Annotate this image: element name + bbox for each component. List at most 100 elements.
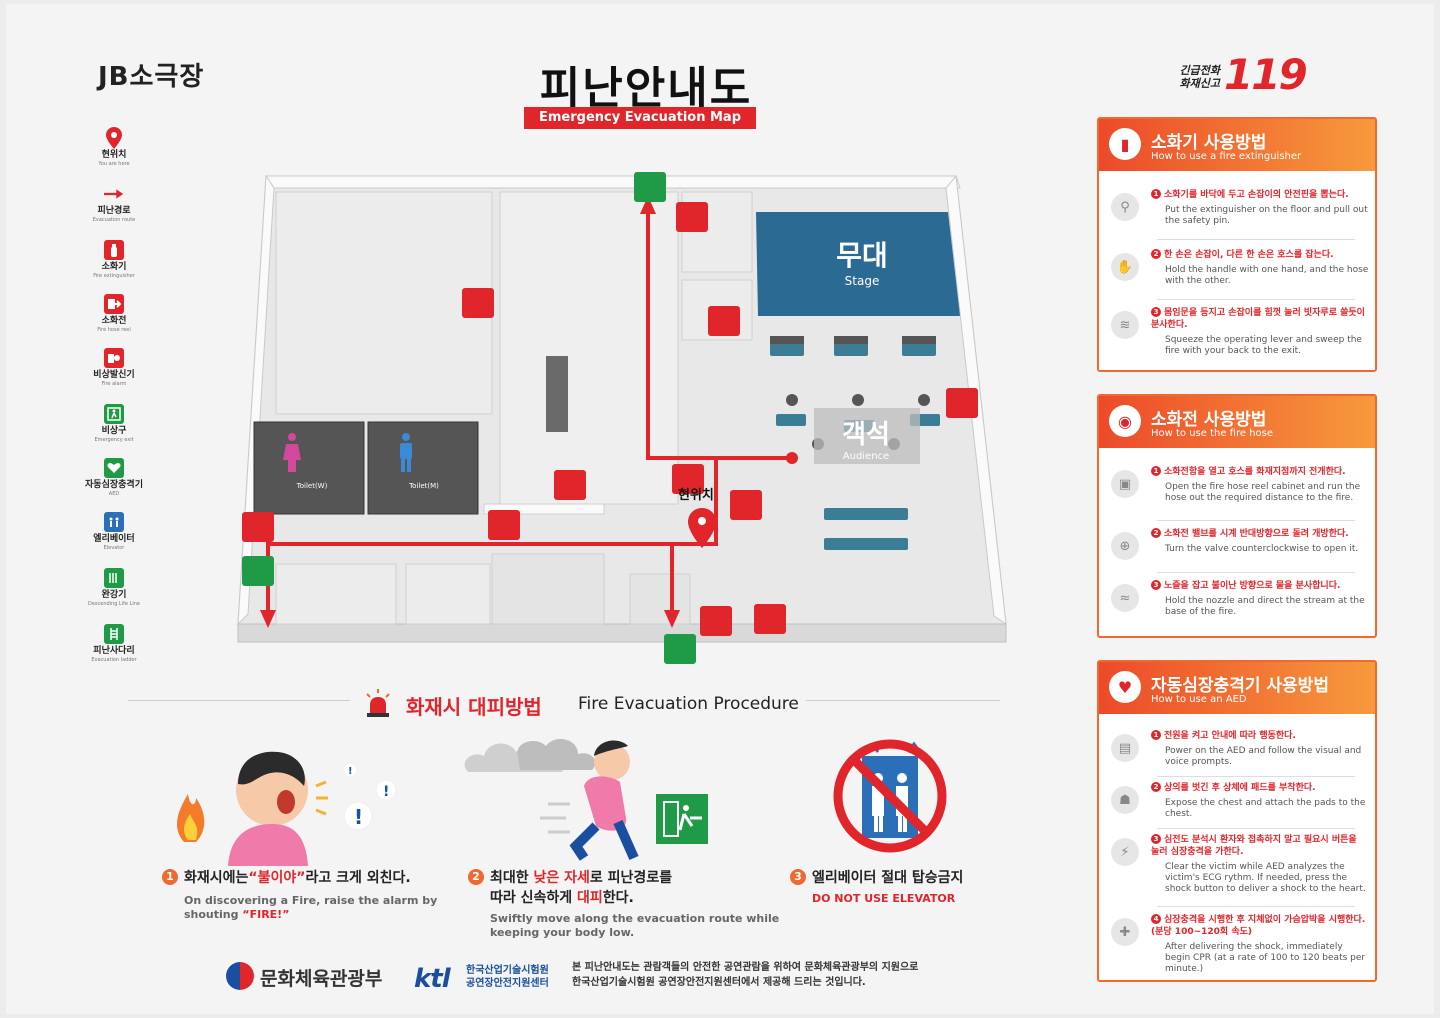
- emergency-hotline: 긴급전화 화재신고 119: [1156, 50, 1316, 100]
- footer-note-line1: 본 피난안내도는 관람객들의 안전한 공연관람을 위하여 문화체육관광부의 지원…: [572, 962, 919, 973]
- step-number: 2: [1151, 249, 1161, 259]
- procedure-step-2-en: Swiftly move along the evacuation route …: [490, 912, 780, 925]
- extinguisher-panel: ▮ 소화기 사용방법 How to use a fire extinguishe…: [1097, 117, 1377, 372]
- panel-subtitle: How to use a fire extinguisher: [1151, 151, 1302, 162]
- toilet-men-icon: [396, 432, 456, 472]
- legend-label: 완강기: [101, 590, 127, 600]
- fire-hose-panel-header: ◉ 소화전 사용방법 How to use the fire hose: [1099, 396, 1375, 448]
- step-number: 1: [1151, 189, 1161, 199]
- panel-title: 자동심장충격기 사용방법: [1151, 676, 1329, 696]
- procedure-step-1-en: On discovering a Fire, raise the alarm b…: [184, 894, 438, 907]
- step-en: After delivering the shock, immediately …: [1165, 942, 1366, 974]
- legend-item-location: 현위치 You are here: [76, 127, 152, 168]
- step-number: 3: [1151, 580, 1161, 590]
- pads-icon: ☗: [1111, 786, 1139, 814]
- legend-label: 비상발신기: [93, 370, 135, 380]
- no-elevator-icon: [833, 739, 947, 853]
- step-number: 1: [1151, 466, 1161, 476]
- pull-pin-icon: ⚲: [1111, 193, 1139, 221]
- step-ko: 소화기를 바닥에 두고 손잡이의 안전핀을 뽑는다.: [1164, 190, 1349, 200]
- footer-note: 본 피난안내도는 관람객들의 안전한 공연관람을 위하여 문화체육관광부의 지원…: [572, 960, 918, 990]
- step-text: 화재시에는: [184, 870, 249, 886]
- step-text: 따라 신속하게: [490, 890, 573, 906]
- legend-item-lifeline: 완강기 Descending Life Line: [76, 568, 152, 608]
- panel-subtitle: How to use an AED: [1151, 694, 1247, 705]
- fire-extinguisher-icon: [104, 240, 124, 260]
- step-number: 2: [468, 869, 484, 885]
- step-en: Hold the nozzle and direct the stream at…: [1165, 596, 1365, 617]
- hotline-label: 긴급전화 화재신고: [1156, 64, 1220, 90]
- step-number: 4: [1151, 914, 1161, 924]
- legend-sublabel: Fire hose reel: [97, 327, 131, 333]
- page-subtitle: Emergency Evacuation Map: [524, 107, 756, 129]
- step-text: 최대한: [490, 870, 529, 886]
- hotline-number: 119: [1224, 50, 1308, 99]
- legend-item-aed: 자동심장충격기 AED: [76, 458, 152, 498]
- divider: [1157, 572, 1355, 573]
- divider: [1157, 828, 1355, 829]
- stage-label-en: Stage: [844, 274, 880, 288]
- legend-sublabel: AED: [108, 491, 120, 497]
- location-pin-icon: [104, 127, 124, 149]
- footer-note-line2: 한국산업기술시험원 공연장안전지원센터에서 제공해 드리는 것입니다.: [572, 977, 866, 988]
- step-ko: 심장충격을 시행한 후 지체없이 가슴압박을 시행한다. (분당 100~120…: [1151, 915, 1366, 937]
- legend-sublabel: Descending Life Line: [87, 601, 141, 607]
- procedure-title-en: Fire Evacuation Procedure: [578, 694, 799, 714]
- taeguk-icon: [226, 962, 254, 990]
- step-ko: 심전도 분석시 환자와 접촉하지 말고 필요시 버튼을 눌러 심장충격을 가한다…: [1151, 835, 1357, 857]
- procedure-step-2-en-2: keeping your body low.: [490, 926, 635, 939]
- legend-item-hose: 소화전 Fire hose reel: [76, 294, 152, 334]
- page-title: 피난안내도: [539, 63, 753, 114]
- divider: [1157, 776, 1355, 777]
- step-number: 3: [1151, 307, 1161, 317]
- hotline-label-line1: 긴급전화: [1179, 64, 1220, 77]
- aed-panel-header: ♥ 자동심장충격기 사용방법 How to use an AED: [1099, 662, 1375, 714]
- aed-icon: [104, 458, 124, 478]
- legend-label: 소화전: [101, 316, 127, 326]
- extinguisher-panel-header: ▮ 소화기 사용방법 How to use a fire extinguishe…: [1099, 119, 1375, 171]
- ministry-name: 문화체육관광부: [260, 968, 383, 990]
- floor-plan-drawing: [237, 172, 1007, 664]
- step-ko: 상의를 벗긴 후 상체에 패드를 부착한다.: [1164, 783, 1316, 793]
- legend-sublabel: Evacuation route: [92, 217, 136, 223]
- step-en: Put the extinguisher on the floor and pu…: [1165, 205, 1368, 226]
- step-en: Expose the chest and attach the pads to …: [1165, 798, 1366, 819]
- svg-text:!: !: [354, 805, 363, 829]
- step-en: Hold the handle with one hand, and the h…: [1165, 265, 1369, 286]
- cpr-icon: ✚: [1111, 918, 1139, 946]
- elevator-icon: [104, 512, 124, 532]
- legend-item-route: 피난경로 Evacuation route: [76, 184, 152, 224]
- legend-label: 비상구: [101, 426, 127, 436]
- procedure-step-2-ko-2: 따라 신속하게 대피한다.: [490, 888, 779, 908]
- legend-item-elevator: 엘리베이터 Elevator: [76, 512, 152, 552]
- step-ko: 노즐을 잡고 불이난 방향으로 물을 분사합니다.: [1164, 581, 1341, 591]
- step-ko: 소화전 밸브를 시계 반대방향으로 돌려 개방한다.: [1164, 529, 1349, 539]
- step-text: 로 피난경로를: [589, 870, 673, 886]
- step-text: 엘리베이터 절대 탑승금지: [812, 870, 964, 886]
- step-text-highlight: “불이야”: [248, 870, 306, 886]
- step-text-highlight: 낮은 자세: [533, 870, 590, 886]
- step-ko: 소화전함을 열고 호스를 화재지점까지 전개한다.: [1164, 467, 1346, 477]
- audience-label-ko: 객석: [842, 420, 890, 450]
- step-ko: 전원을 켜고 안내에 따라 행동한다.: [1164, 731, 1296, 741]
- procedure-step-2-ko: 2 최대한 낮은 자세로 피난경로를: [468, 868, 779, 888]
- hotline-label-line2: 화재신고: [1179, 77, 1220, 90]
- divider: [1157, 906, 1355, 907]
- toilet-women-icon: [282, 432, 338, 472]
- step-en: Turn the valve counterclockwise to open …: [1165, 544, 1359, 554]
